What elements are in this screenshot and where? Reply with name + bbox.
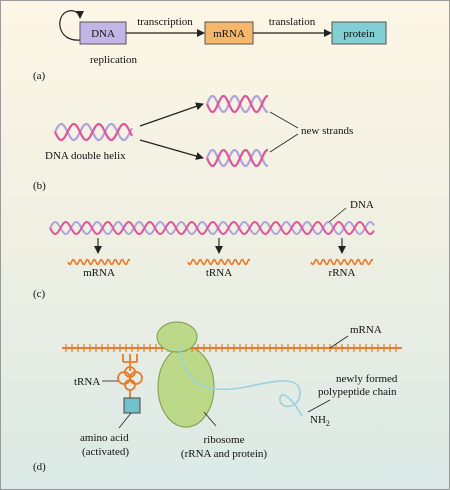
ribosome-leader bbox=[203, 411, 217, 427]
new-helix-upper bbox=[205, 95, 268, 113]
panel-a-label: (a) bbox=[33, 70, 46, 82]
amino-acid-leader bbox=[118, 412, 132, 429]
mrna-label-d: mRNA bbox=[350, 324, 382, 336]
helix-strand-pink bbox=[49, 220, 375, 236]
mrna-box-label: mRNA bbox=[213, 28, 245, 40]
polypeptide-label-line1: newly formed bbox=[336, 373, 398, 385]
protein-box-label: protein bbox=[343, 28, 375, 40]
strand-arrow-lower bbox=[139, 139, 204, 160]
mrna-strand bbox=[67, 258, 131, 266]
helix-strand-pink bbox=[54, 122, 133, 142]
amino-acid-box bbox=[123, 397, 141, 414]
replication-loop-arrow bbox=[59, 10, 84, 41]
trna-label-c: tRNA bbox=[206, 267, 232, 279]
rrna-strand bbox=[310, 258, 374, 266]
amino-acid-label-line2: (activated) bbox=[82, 446, 129, 458]
translation-label: translation bbox=[269, 16, 316, 28]
polypeptide-chain bbox=[179, 347, 303, 417]
helix-strand-violet bbox=[205, 149, 268, 167]
nh2-label: NH2 bbox=[310, 414, 330, 428]
ribosome-label-line1: ribosome bbox=[204, 434, 245, 446]
dna-long-helix bbox=[49, 220, 375, 236]
new-strands-leader-upper bbox=[269, 111, 299, 129]
amino-acid-label-line1: amino acid bbox=[80, 432, 129, 444]
panel-b-label: (b) bbox=[33, 180, 46, 192]
dna-double-helix-label: DNA double helix bbox=[45, 150, 126, 162]
helix-strand-pink bbox=[205, 149, 268, 167]
panel-c: DNA mRNA tRNA rRNA (c) bbox=[33, 199, 375, 300]
polypeptide-leader bbox=[307, 399, 331, 413]
protein-box bbox=[331, 21, 387, 45]
new-helix-lower bbox=[205, 149, 268, 167]
new-strands-label: new strands bbox=[301, 125, 353, 137]
polypeptide-label-line2: polypeptide chain bbox=[318, 386, 397, 398]
mrna-label-c: mRNA bbox=[83, 267, 115, 279]
panel-b: DNA double helix new strands (b) bbox=[33, 95, 353, 192]
strand-arrow-upper bbox=[139, 102, 204, 127]
panel-a: DNA transcription mRNA translation prote… bbox=[33, 10, 387, 82]
rrna-label-c: rRNA bbox=[329, 267, 356, 279]
dna-box-label: DNA bbox=[91, 28, 115, 40]
ribosome-small-subunit bbox=[156, 321, 198, 353]
panel-d: mRNA tRNA newly formed polypeptide chain… bbox=[33, 321, 402, 473]
dna-label-c: DNA bbox=[350, 199, 374, 211]
helix-strand-pink bbox=[205, 95, 268, 113]
panel-c-label: (c) bbox=[33, 288, 46, 300]
dna-double-helix bbox=[54, 122, 133, 142]
replication-label: replication bbox=[90, 54, 138, 66]
new-strands-leader-lower bbox=[269, 133, 299, 153]
helix-strand-violet bbox=[205, 95, 268, 113]
transcription-label: transcription bbox=[137, 16, 193, 28]
helix-strand-violet bbox=[49, 220, 375, 236]
trna-cloverleaf bbox=[117, 354, 143, 398]
ribosome-label-line2: (rRNA and protein) bbox=[181, 448, 267, 460]
trna-label-d: tRNA bbox=[74, 376, 100, 388]
dna-leader-line bbox=[328, 207, 347, 223]
panel-d-label: (d) bbox=[33, 461, 46, 473]
trna-strand bbox=[187, 258, 251, 266]
mrna-leader-d bbox=[329, 335, 349, 349]
